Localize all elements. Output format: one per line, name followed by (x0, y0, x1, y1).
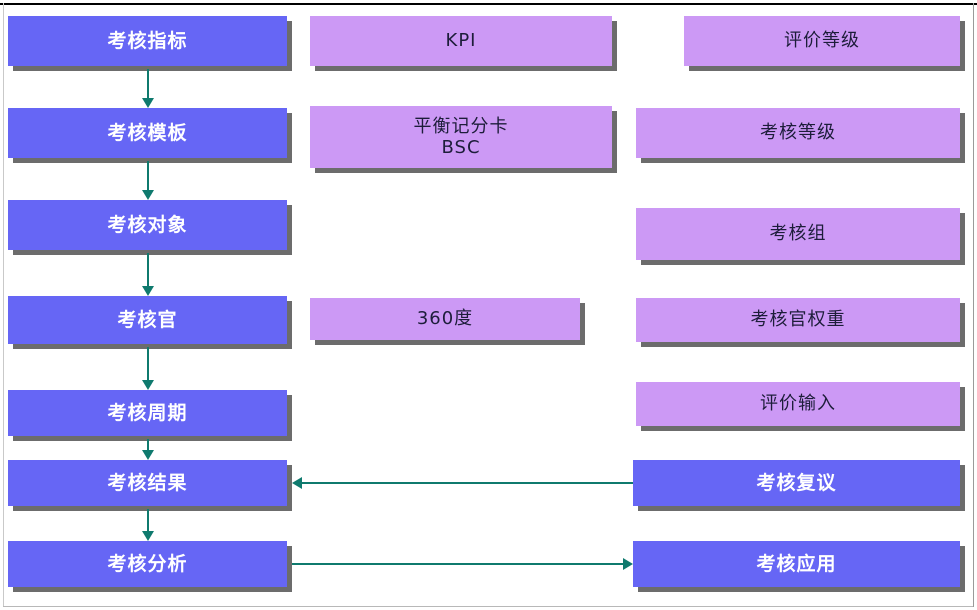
frame-top-border (0, 3, 977, 5)
node-kaohe-guan-quanzhong[interactable]: 考核官权重 (636, 298, 960, 342)
node-bsc[interactable]: 平衡记分卡 BSC (310, 106, 612, 168)
node-kaohe-jieguo[interactable]: 考核结果 (8, 460, 287, 506)
connector-c2-line (146, 161, 149, 192)
node-label-kaohe-duixiang: 考核对象 (107, 213, 188, 236)
node-label-du-360: 360度 (416, 308, 474, 330)
node-kaohe-muban[interactable]: 考核模板 (8, 108, 287, 158)
connector-c3-line (146, 253, 149, 288)
node-label-kaohe-fuyi: 考核复议 (756, 471, 837, 494)
node-label-kaohe-guan: 考核官 (117, 308, 178, 331)
node-label-kpi: KPI (445, 30, 477, 52)
node-label-kaohe-guan-quanzhong: 考核官权重 (750, 309, 846, 331)
node-label-kaohe-zhouqi: 考核周期 (107, 401, 188, 424)
connector-c6-arrowhead (141, 531, 154, 541)
frame-right-border (973, 3, 974, 607)
frame-bottom-border (3, 606, 973, 607)
connector-c4-arrowhead (141, 380, 154, 390)
node-kaohe-guan[interactable]: 考核官 (8, 296, 287, 344)
node-label-pingjia-dengji: 评价等级 (784, 30, 860, 52)
node-label-kaohe-muban: 考核模板 (107, 121, 188, 144)
node-pingjia-shuru[interactable]: 评价输入 (636, 382, 960, 426)
connector-c1-line (146, 69, 149, 100)
node-kaohe-fuyi[interactable]: 考核复议 (633, 460, 960, 506)
node-du-360[interactable]: 360度 (310, 298, 580, 340)
node-label-kaohe-jieguo: 考核结果 (107, 471, 188, 494)
node-label-pingjia-shuru: 评价输入 (760, 393, 836, 415)
node-kaohe-zhibiao[interactable]: 考核指标 (8, 16, 287, 66)
connector-c5-arrowhead (141, 450, 154, 460)
node-label-kaohe-zu: 考核组 (769, 223, 827, 245)
node-label-bsc: 平衡记分卡 BSC (413, 115, 509, 158)
node-kpi[interactable]: KPI (310, 16, 612, 66)
node-label-kaohe-fenxi: 考核分析 (107, 552, 188, 575)
node-label-kaohe-dengji: 考核等级 (760, 122, 836, 144)
node-pingjia-dengji[interactable]: 评价等级 (684, 16, 960, 66)
connector-c8-line (292, 563, 625, 565)
node-kaohe-zhouqi[interactable]: 考核周期 (8, 390, 287, 436)
connector-c3-arrowhead (141, 286, 154, 296)
node-kaohe-zu[interactable]: 考核组 (636, 208, 960, 260)
node-label-kaohe-zhibiao: 考核指标 (107, 29, 188, 52)
node-kaohe-fenxi[interactable]: 考核分析 (8, 541, 287, 587)
frame-left-border (3, 3, 4, 607)
node-label-kaohe-yingyong: 考核应用 (756, 552, 837, 575)
connector-c2-arrowhead (141, 190, 154, 200)
connector-c1-arrowhead (141, 98, 154, 108)
connector-c4-line (146, 347, 149, 382)
connector-c8-arrowhead (623, 558, 633, 570)
node-kaohe-dengji[interactable]: 考核等级 (636, 108, 960, 158)
connector-c6-line (146, 509, 149, 533)
node-kaohe-duixiang[interactable]: 考核对象 (8, 200, 287, 250)
connector-c7-arrowhead (292, 477, 302, 489)
connector-c5-line (146, 439, 149, 452)
connector-c7-line (300, 482, 633, 484)
node-kaohe-yingyong[interactable]: 考核应用 (633, 541, 960, 587)
